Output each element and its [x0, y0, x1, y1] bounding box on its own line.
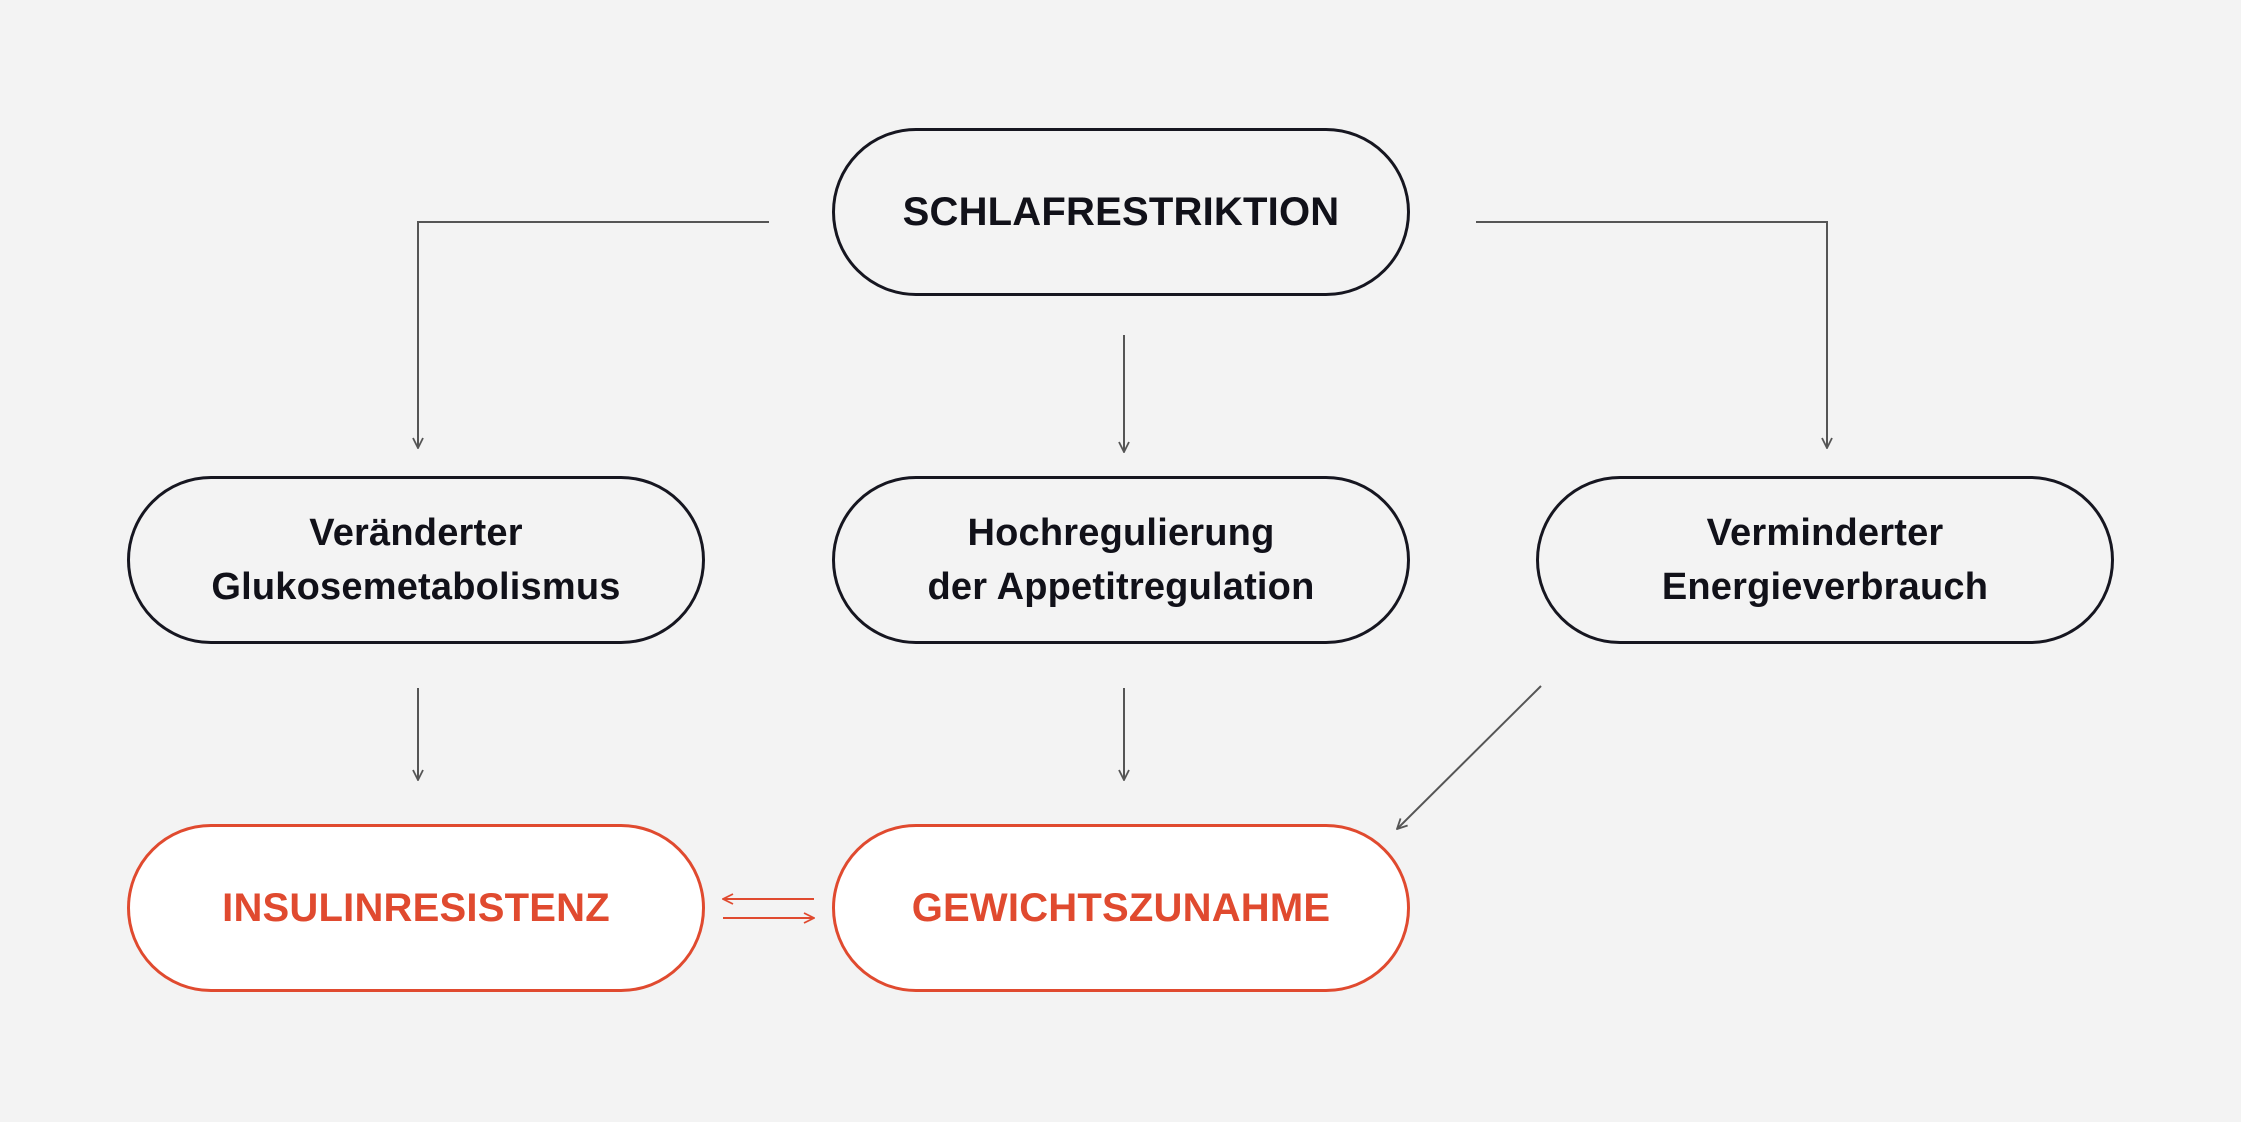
node-insulinresistenz-label: INSULINRESISTENZ	[222, 886, 610, 930]
node-energieverbrauch-line-1: Verminderter	[1706, 512, 1944, 554]
node-glukosemetabolismus-label: Veränderter Glukosemetabolismus	[211, 506, 620, 614]
node-glukosemetabolismus-line-1: Veränderter	[309, 512, 523, 554]
node-schlafrestriktion-label: SCHLAFRESTRIKTION	[902, 190, 1340, 234]
node-energieverbrauch-line-2: Energieverbrauch	[1661, 566, 1989, 608]
node-gewichtszunahme: GEWICHTSZUNAHME	[832, 824, 1410, 992]
node-energieverbrauch: Verminderter Energieverbrauch	[1536, 476, 2114, 644]
node-schlafrestriktion: SCHLAFRESTRIKTION	[832, 128, 1410, 296]
node-appetitregulation: Hochregulierung der Appetitregulation	[832, 476, 1410, 644]
arrow-top-to-left	[418, 221, 769, 448]
node-insulinresistenz: INSULINRESISTENZ	[127, 824, 705, 992]
node-appetitregulation-label: Hochregulierung der Appetitregulation	[927, 506, 1314, 614]
node-appetitregulation-line-1: Hochregulierung	[967, 512, 1275, 554]
arrow-right-to-gewicht	[1397, 685, 1542, 829]
node-gewichtszunahme-label: GEWICHTSZUNAHME	[911, 886, 1331, 930]
node-energieverbrauch-label: Verminderter Energieverbrauch	[1662, 506, 1988, 614]
node-glukosemetabolismus: Veränderter Glukosemetabolismus	[127, 476, 705, 644]
node-glukosemetabolismus-line-2: Glukosemetabolismus	[211, 566, 621, 608]
arrow-top-to-right	[1476, 221, 1827, 448]
node-appetitregulation-line-2: der Appetitregulation	[927, 566, 1315, 608]
